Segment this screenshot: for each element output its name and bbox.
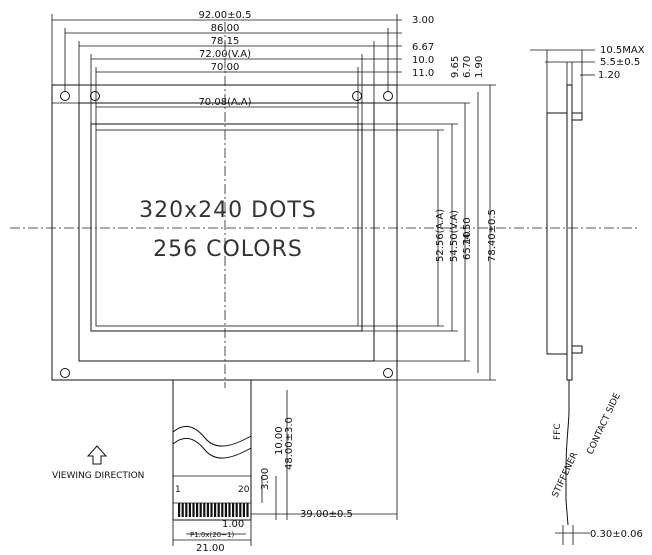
display-dots-label: 320x240 DOTS	[139, 198, 317, 223]
dim-edge-9: 9.65	[450, 56, 461, 78]
fpc-contact-finger	[224, 503, 227, 517]
dim-h65: 65.10	[462, 231, 473, 260]
dim-pin-span: P1.0x(20−1)	[190, 531, 234, 539]
fpc-contact-finger	[221, 503, 224, 517]
mount-hole-tr2	[352, 91, 362, 101]
dim-edge-11: 11.0	[412, 68, 434, 79]
viewing-area	[90, 123, 363, 332]
dim-hole-pitch: 86.00	[211, 23, 240, 34]
ffc-label: FFC	[553, 423, 563, 440]
fpc-contact-finger	[232, 503, 235, 517]
mount-hole-bl	[60, 368, 70, 378]
dim-thickness-5: 5.5±0.5	[600, 57, 640, 68]
bezel-frame	[78, 102, 375, 362]
dim-stiff-3: 3.00	[260, 468, 271, 490]
dim-edge-6: 6.67	[412, 42, 434, 53]
fpc-contact-finger	[206, 503, 209, 517]
fpc-contacts	[178, 503, 249, 517]
fpc-contact-finger	[210, 503, 213, 517]
dim-edge-3: 3.00	[412, 15, 434, 26]
stiffener-label: STIFFENER	[551, 451, 581, 499]
mount-hole-br	[383, 368, 393, 378]
contact-side-label: CONTACT SIDE	[586, 391, 623, 456]
fpc-contact-finger	[235, 503, 238, 517]
dim-inner-width: 70.00	[211, 62, 240, 73]
viewing-direction-arrow-icon	[86, 445, 108, 465]
dim-aa-height: 52.56(A.A)	[435, 209, 446, 262]
fpc-contact-finger	[178, 503, 181, 517]
dim-tail-part: 10.00	[274, 426, 285, 455]
display-colors-label: 256 COLORS	[153, 237, 303, 262]
dim-edge-1: 1.90	[474, 56, 485, 78]
fpc-tail	[172, 380, 252, 521]
fpc-contact-finger	[246, 503, 249, 517]
side-view	[530, 49, 595, 545]
dim-va-width: 72.00(V.A)	[199, 49, 251, 60]
fpc-contact-finger	[214, 503, 217, 517]
fpc-contact-finger	[181, 503, 184, 517]
fpc-contact-finger	[199, 503, 202, 517]
dim-edge-6b: 6.70	[462, 56, 473, 78]
bottom-dimensions	[172, 380, 398, 546]
fpc-contact-finger	[239, 503, 242, 517]
dim-thickness-max: 10.5MAX	[600, 45, 645, 56]
dim-ffc-thickness: 0.30±0.06	[590, 529, 643, 540]
mount-hole-tl	[60, 91, 70, 101]
dim-pitch: 1.00	[222, 519, 244, 530]
dim-h74: 74.50	[462, 217, 473, 246]
fpc-contact-finger	[203, 503, 206, 517]
dim-fpc-width: 21.00	[196, 543, 225, 554]
fpc-contact-finger	[192, 503, 195, 517]
fpc-contact-finger	[188, 503, 191, 517]
fpc-contact-finger	[217, 503, 220, 517]
dim-bezel-width: 78.15	[211, 36, 240, 47]
fpc-contact-finger	[196, 503, 199, 517]
dim-outline-height: 78.40±0.5	[487, 209, 498, 262]
right-dimensions	[358, 84, 496, 381]
dim-aa-width: 70.08(A.A)	[198, 97, 251, 108]
fpc-contact-finger	[185, 503, 188, 517]
module-outline	[51, 84, 398, 381]
dim-va-height: 54.50(V.A)	[449, 210, 460, 262]
fpc-contact-finger	[228, 503, 231, 517]
dim-t-1: 1.20	[598, 70, 620, 81]
mount-hole-tr	[383, 91, 393, 101]
viewing-direction-label: VIEWING DIRECTION	[52, 471, 144, 481]
pin-20-label: 20	[238, 485, 250, 495]
mount-hole-tl2	[90, 91, 100, 101]
dim-tail-length: 48.00±3.0	[284, 417, 295, 470]
dim-edge-10: 10.0	[412, 55, 434, 66]
fpc-contact-finger	[242, 503, 245, 517]
top-dimensions	[51, 14, 402, 130]
pin-1-label: 1	[175, 485, 181, 495]
dim-fpc-offset: 39.00±0.5	[300, 509, 353, 520]
dim-outline-width: 92.00±0.5	[199, 10, 252, 21]
